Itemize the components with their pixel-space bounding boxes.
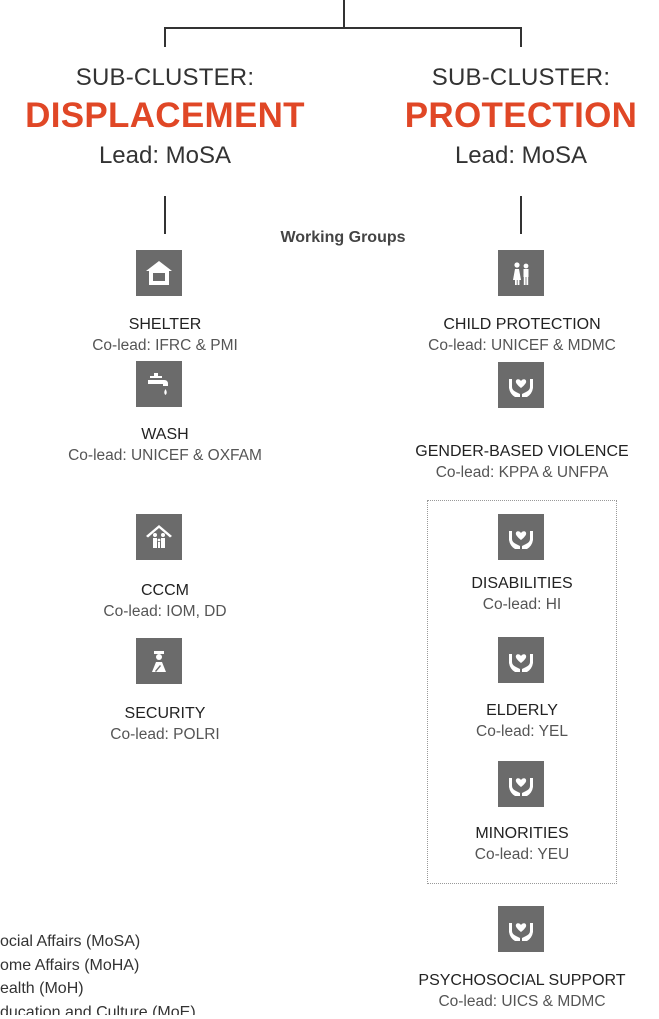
- water-tap-icon: [136, 361, 182, 407]
- protection-hands-icon: [498, 906, 544, 952]
- group-colead: Co-lead: POLRI: [110, 726, 220, 743]
- group-name: PSYCHOSOCIAL SUPPORT: [418, 972, 626, 989]
- group-elderly: ELDERLY Co-lead: YEL: [427, 702, 617, 741]
- group-name: GENDER-BASED VIOLENCE: [415, 443, 629, 460]
- group-name: DISABILITIES: [471, 575, 573, 592]
- right-drop-line: [520, 27, 522, 47]
- legend-item-moe: ducation and Culture (MoE): [0, 1003, 196, 1015]
- legend-list: ocial Affairs (MoSA) ome Affairs (MoHA) …: [0, 930, 196, 1015]
- family-shelter-icon: [136, 514, 182, 560]
- left-subcluster-lead: Lead: MoSA: [98, 142, 232, 169]
- group-security: SECURITY Co-lead: POLRI: [40, 705, 290, 744]
- group-child-protection: CHILD PROTECTION Co-lead: UNICEF & MDMC: [390, 316, 654, 355]
- left-subcluster-name: DISPLACEMENT: [25, 96, 305, 135]
- group-colead: Co-lead: KPPA & UNFPA: [435, 464, 609, 481]
- group-colead: Co-lead: YEU: [474, 846, 570, 863]
- protection-hands-icon: [498, 761, 544, 807]
- right-subcluster-lead: Lead: MoSA: [454, 142, 588, 169]
- group-name: CCCM: [141, 582, 189, 599]
- group-name: ELDERLY: [486, 702, 558, 719]
- house-icon: [136, 250, 182, 296]
- police-officer-icon: [136, 638, 182, 684]
- dotted-subgroup-box: [427, 500, 617, 884]
- group-disabilities: DISABILITIES Co-lead: HI: [427, 575, 617, 614]
- group-colead: Co-lead: IFRC & PMI: [92, 337, 238, 354]
- group-name: WASH: [141, 426, 189, 443]
- protection-hands-icon: [498, 637, 544, 683]
- legend-item-moha: ome Affairs (MoHA): [0, 956, 140, 974]
- children-icon: [498, 250, 544, 296]
- group-name: SECURITY: [124, 705, 206, 722]
- group-name: MINORITIES: [475, 825, 569, 842]
- right-subcluster-label: SUB-CLUSTER:: [431, 64, 611, 91]
- right-subcluster-header: SUB-CLUSTER: PROTECTION Lead: MoSA: [354, 64, 659, 170]
- top-horizontal-line: [164, 27, 522, 29]
- legend-item-moh: ealth (MoH): [0, 980, 84, 997]
- group-colead: Co-lead: UICS & MDMC: [438, 993, 606, 1010]
- group-colead: Co-lead: IOM, DD: [103, 603, 227, 620]
- group-gender-based-violence: GENDER-BASED VIOLENCE Co-lead: KPPA & UN…: [390, 443, 654, 482]
- protection-hands-icon: [498, 514, 544, 560]
- left-subcluster-header: SUB-CLUSTER: DISPLACEMENT Lead: MoSA: [0, 64, 330, 170]
- group-wash: WASH Co-lead: UNICEF & OXFAM: [20, 426, 310, 465]
- top-stem-line: [343, 0, 345, 28]
- left-subcluster-label: SUB-CLUSTER:: [75, 64, 255, 91]
- group-cccm: CCCM Co-lead: IOM, DD: [40, 582, 290, 621]
- left-lead-line: [164, 196, 166, 234]
- legend-item-mosa: ocial Affairs (MoSA): [0, 933, 141, 950]
- group-colead: Co-lead: UNICEF & MDMC: [428, 337, 616, 354]
- group-colead: Co-lead: YEL: [476, 723, 568, 740]
- left-drop-line: [164, 27, 166, 47]
- group-name: SHELTER: [128, 316, 202, 333]
- group-colead: Co-lead: UNICEF & OXFAM: [68, 447, 262, 464]
- group-colead: Co-lead: HI: [482, 596, 562, 613]
- group-psychosocial-support: PSYCHOSOCIAL SUPPORT Co-lead: UICS & MDM…: [390, 972, 654, 1011]
- group-shelter: SHELTER Co-lead: IFRC & PMI: [40, 316, 290, 355]
- working-groups-title: Working Groups: [280, 229, 406, 246]
- right-subcluster-name: PROTECTION: [404, 96, 638, 135]
- group-name: CHILD PROTECTION: [443, 316, 601, 333]
- right-lead-line: [520, 196, 522, 234]
- group-minorities: MINORITIES Co-lead: YEU: [427, 825, 617, 864]
- protection-hands-icon: [498, 362, 544, 408]
